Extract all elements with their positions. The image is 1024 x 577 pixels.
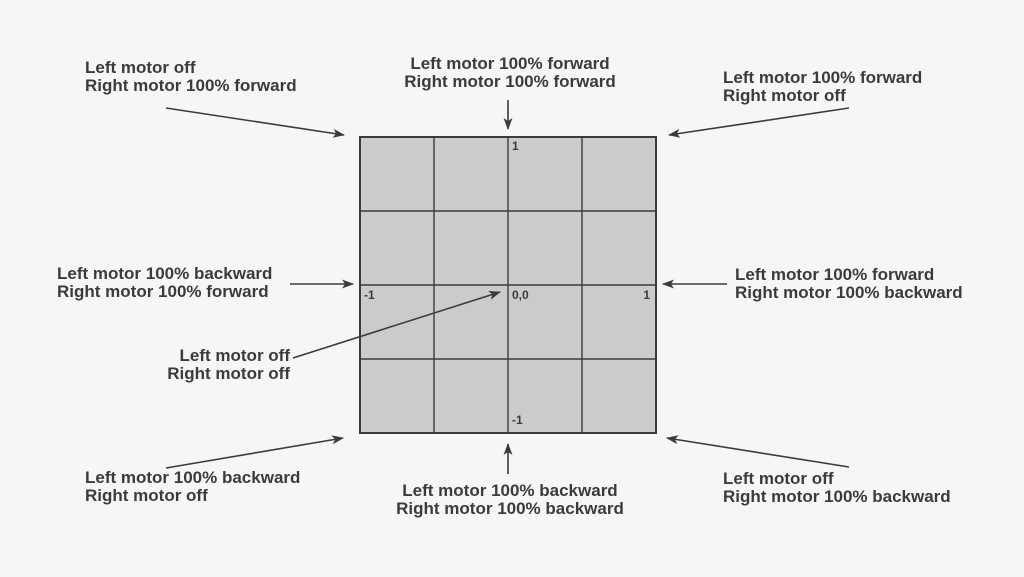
joystick-grid [359, 136, 657, 434]
label-middle-right-line2: Right motor 100% backward [735, 283, 963, 302]
axis-label-origin: 0,0 [512, 288, 529, 302]
annotation-arrows [165, 100, 850, 474]
axis-label-bottom: -1 [512, 413, 523, 427]
axis-label-top: 1 [512, 139, 519, 153]
label-top-right: Left motor 100% forward Right motor off [723, 69, 922, 105]
label-top-center: Left motor 100% forward Right motor 100%… [400, 55, 620, 91]
label-bottom-center-line2: Right motor 100% backward [396, 499, 624, 518]
axis-label-left: -1 [364, 288, 375, 302]
label-middle-left-line2: Right motor 100% forward [57, 282, 269, 301]
label-bottom-right-line1: Left motor off [723, 469, 834, 488]
label-center-origin: Left motor off Right motor off [110, 347, 290, 383]
label-middle-right-line1: Left motor 100% forward [735, 265, 935, 284]
label-top-right-line2: Right motor off [723, 86, 846, 105]
label-top-left: Left motor off Right motor 100% forward [85, 59, 297, 95]
axis-label-right: 1 [643, 288, 650, 302]
label-bottom-left-line2: Right motor off [85, 486, 208, 505]
arrow-top-left [165, 107, 345, 138]
label-top-center-line2: Right motor 100% forward [404, 72, 616, 91]
label-top-right-line1: Left motor 100% forward [723, 68, 923, 87]
label-middle-left: Left motor 100% backward Right motor 100… [57, 265, 272, 301]
label-middle-right: Left motor 100% forward Right motor 100%… [735, 266, 963, 302]
label-center-origin-line2: Right motor off [167, 364, 290, 383]
label-bottom-center-line1: Left motor 100% backward [402, 481, 618, 500]
label-bottom-center: Left motor 100% backward Right motor 100… [385, 482, 635, 518]
label-middle-left-line1: Left motor 100% backward [57, 264, 273, 283]
label-top-left-line2: Right motor 100% forward [85, 76, 297, 95]
arrow-bottom-right [666, 435, 850, 468]
label-bottom-right-line2: Right motor 100% backward [723, 487, 951, 506]
label-top-left-line1: Left motor off [85, 58, 196, 77]
label-center-origin-line1: Left motor off [179, 346, 290, 365]
label-top-center-line1: Left motor 100% forward [410, 54, 610, 73]
arrow-bottom-left [165, 435, 344, 469]
label-bottom-left: Left motor 100% backward Right motor off [85, 469, 300, 505]
arrow-top-right [668, 107, 850, 138]
label-bottom-right: Left motor off Right motor 100% backward [723, 470, 951, 506]
arrow-center-origin [292, 291, 501, 359]
label-bottom-left-line1: Left motor 100% backward [85, 468, 301, 487]
